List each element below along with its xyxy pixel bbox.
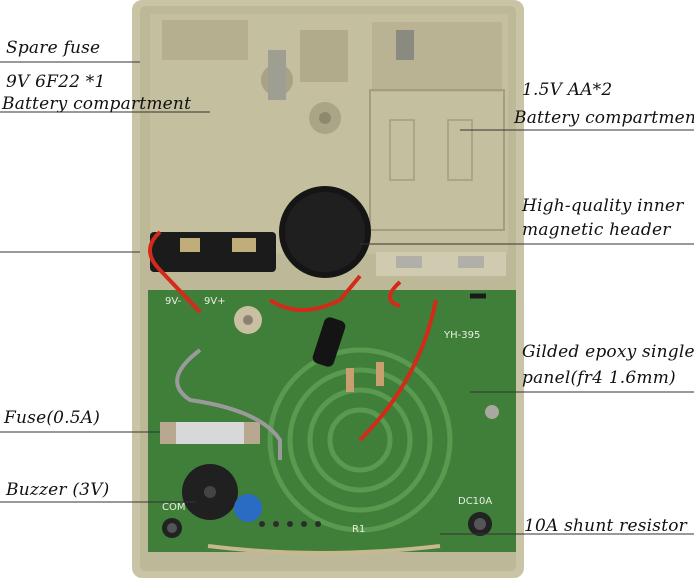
- wire-red-probe: [358, 299, 438, 442]
- label-buzzer: Buzzer (3V): [6, 480, 110, 500]
- post-2-hole: [319, 112, 331, 124]
- screw: [485, 405, 499, 419]
- clip-center: [300, 30, 348, 82]
- wire-red-9v: [148, 230, 202, 314]
- pcb-label-model: YH-395: [444, 330, 481, 341]
- wire-red-aa: [388, 280, 402, 308]
- wire-red-magnetic: [268, 274, 362, 312]
- label-spare-fuse: Spare fuse: [6, 38, 101, 58]
- clip-terminal-1: [180, 238, 200, 252]
- dc10a-jack-inner: [474, 518, 486, 530]
- pcb-label-r1: R1: [352, 524, 366, 535]
- label-shunt: 10A shunt resistor: [524, 516, 687, 536]
- label-battery-9v-line2: Battery compartment: [2, 94, 192, 114]
- magnetic-header-inner: [285, 192, 365, 272]
- pcb-holes: [259, 521, 321, 527]
- buzzer-hole: [204, 486, 216, 498]
- clip-left: [162, 20, 248, 60]
- blue-capacitor: [234, 494, 262, 522]
- diode-1: [346, 368, 354, 392]
- aa-slot-1: [389, 119, 415, 181]
- aa-slot-2: [447, 119, 473, 181]
- com-jack-inner: [167, 523, 177, 533]
- label-magnetic-line1: High-quality inner: [522, 196, 684, 216]
- pcb-label-9v-minus: 9V-: [165, 296, 182, 307]
- fuse-cap-right: [244, 422, 260, 444]
- spare-fuse-glass: [268, 50, 286, 100]
- clip-terminal-2: [232, 238, 256, 252]
- electrolytic-capacitor: [312, 317, 346, 367]
- pcb-label-9v-plus: 9V+: [204, 296, 226, 307]
- label-fuse: Fuse(0.5A): [4, 408, 101, 428]
- pcb-label-dc10a: DC10A: [458, 496, 493, 507]
- label-battery-9v-line1: 9V 6F22 *1: [6, 72, 106, 92]
- fuse-glass: [160, 422, 260, 444]
- label-magnetic-line2: magnetic header: [522, 220, 671, 240]
- pcb-label-com: COM: [162, 502, 186, 513]
- aa-terminal-2: [458, 256, 484, 268]
- shunt-resistor: [207, 544, 441, 555]
- diode-2: [376, 362, 384, 386]
- spare-fuse-holder: [396, 30, 414, 60]
- label-battery-aa-line1: 1.5V AA*2: [522, 80, 613, 100]
- label-epoxy-line1: Gilded epoxy single: [522, 342, 694, 362]
- aa-compartment: [369, 89, 505, 231]
- leader-lines: [0, 61, 694, 535]
- pcb-traces: [267, 347, 453, 533]
- potentiometer-center: [243, 315, 253, 325]
- label-battery-aa-line2: Battery compartment: [514, 108, 694, 128]
- aa-terminal-1: [396, 256, 422, 268]
- label-epoxy-line2: panel(fr4 1.6mm): [522, 368, 676, 388]
- fuse-cap-left: [160, 422, 176, 444]
- aa-terminal-bar: [376, 252, 506, 276]
- aa-holder-top: [372, 22, 502, 92]
- battery-9v-clip: [150, 232, 276, 272]
- wire-gray: [175, 348, 282, 460]
